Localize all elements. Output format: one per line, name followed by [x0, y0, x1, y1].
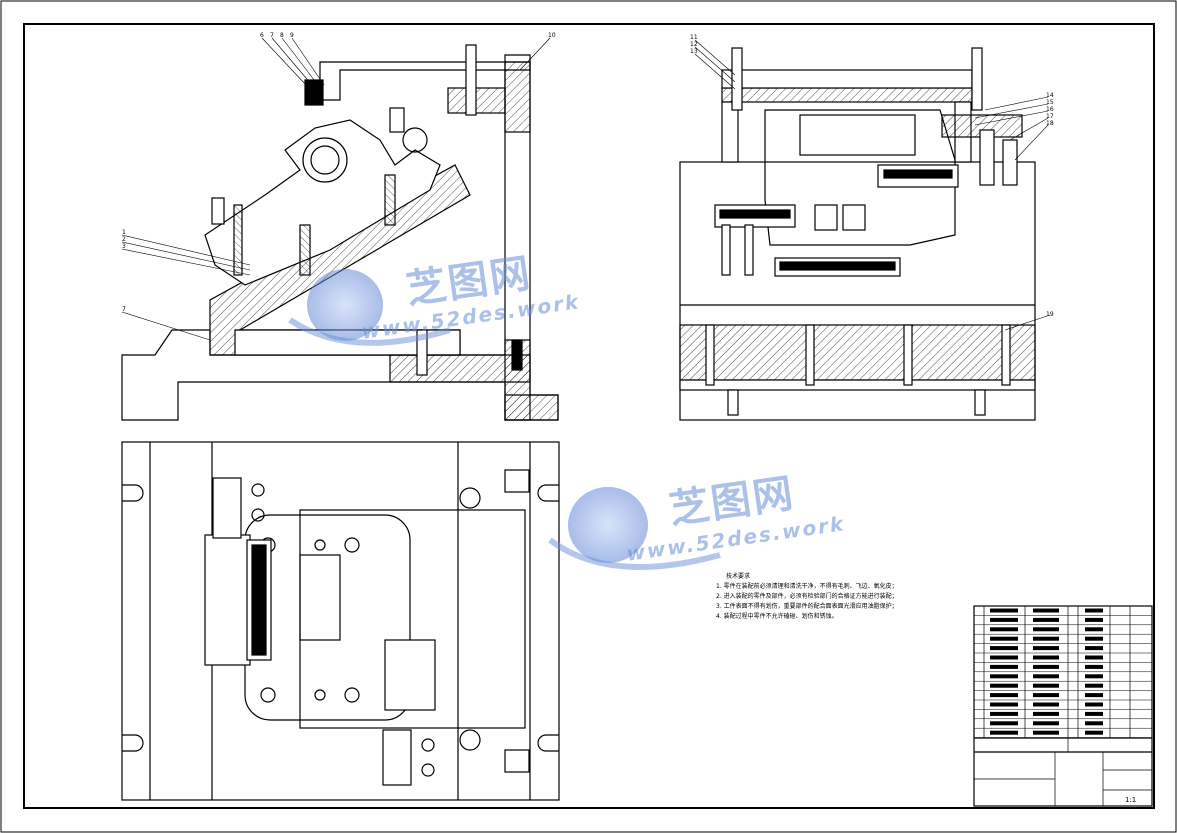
front-view-leaders — [121, 37, 551, 341]
title-block-cell-text — [1085, 617, 1103, 622]
title-block-cell-text — [1033, 711, 1059, 716]
balloon-label: 19 — [1046, 311, 1054, 318]
title-block — [973, 605, 1153, 807]
title-block-cell-text — [1085, 627, 1103, 632]
title-block-cell-text — [1033, 617, 1059, 622]
title-block-cell-text — [990, 655, 1018, 660]
technical-note-item: 3. 工件表面不得有划伤，重要部件的配合面表面光滑应用油脂保护； — [716, 603, 898, 610]
balloon-label: 14 — [1046, 92, 1054, 99]
balloon-label: 8 — [280, 32, 284, 39]
front-view-balloons: 6 7 8 9 1 2 3 7 10 — [122, 32, 556, 313]
title-block-cell-text — [990, 721, 1018, 726]
technical-notes: 技术要求 1. 零件在装配前必须清理和清洗干净，不得有毛刺、飞边、氧化皮； 2.… — [716, 572, 966, 622]
title-block-cell-text — [1085, 664, 1103, 669]
title-block-cell-text — [1085, 674, 1103, 679]
title-block-cell-text — [1085, 683, 1103, 688]
balloon-label: 7 — [270, 32, 274, 39]
balloon-label: 10 — [548, 32, 556, 39]
inner-border — [23, 23, 1155, 809]
title-block-cell-text — [1033, 693, 1059, 698]
title-block-cell-text — [990, 674, 1018, 679]
title-block-cell-text — [1033, 683, 1059, 688]
technical-note-item: 1. 零件在装配前必须清理和清洗干净，不得有毛刺、飞边、氧化皮； — [716, 583, 898, 590]
title-block-cell-text — [990, 702, 1018, 707]
balloon-label: 13 — [690, 48, 698, 55]
title-block-cell-text — [1085, 721, 1103, 726]
technical-notes-title: 技术要求 — [726, 573, 751, 580]
title-block-cell-text — [990, 617, 1018, 622]
balloon-label: 18 — [1046, 120, 1054, 127]
balloon-label: 1 — [122, 229, 126, 236]
watermark-logo — [288, 269, 721, 570]
balloon-label: 6 — [260, 32, 264, 39]
front-view — [121, 44, 559, 421]
balloon-label: 7 — [122, 306, 126, 313]
side-view-balloons: 11 12 13 14 15 16 17 18 19 — [690, 34, 1054, 318]
title-block-cell-text — [1033, 674, 1059, 679]
balloon-label: 9 — [290, 32, 294, 39]
title-block-cell-text — [990, 636, 1018, 641]
title-block-cell-text — [990, 627, 1018, 632]
title-block-cell-text — [1033, 608, 1059, 613]
title-block-cell-text — [990, 730, 1018, 735]
balloon-label: 11 — [690, 34, 698, 41]
title-block-cell-text — [1085, 711, 1103, 716]
title-block-cell-text — [1085, 730, 1103, 735]
title-block-cell-text — [1033, 627, 1059, 632]
title-block-cell-text — [1033, 636, 1059, 641]
scale-label: 1:1 — [1125, 796, 1136, 804]
balloon-label: 15 — [1046, 99, 1054, 106]
title-block-cell-text — [990, 664, 1018, 669]
title-block-cell-text — [990, 711, 1018, 716]
title-block-cell-text — [1033, 730, 1059, 735]
title-block-cell-text — [990, 608, 1018, 613]
top-view — [121, 441, 560, 801]
balloon-label: 2 — [122, 236, 126, 243]
title-block-cell-text — [990, 693, 1018, 698]
title-block-cell-text — [1033, 646, 1059, 651]
title-block-cell-text — [990, 683, 1018, 688]
title-block-rows — [974, 608, 1152, 738]
title-block-cell-text — [1085, 646, 1103, 651]
balloon-label: 3 — [122, 243, 126, 250]
title-block-cell-text — [1085, 702, 1103, 707]
title-block-cell-text — [1085, 608, 1103, 613]
title-block-cell-text — [1085, 636, 1103, 641]
title-block-cell-text — [1033, 702, 1059, 707]
title-block-cell-text — [1085, 655, 1103, 660]
title-block-cell-text — [1033, 664, 1059, 669]
title-block-cell-text — [1033, 721, 1059, 726]
side-view — [679, 47, 1036, 421]
side-view-leaders — [694, 39, 1051, 331]
technical-note-item: 2. 进入装配的零件及部件，必须有检验部门的合格证方能进行装配； — [716, 593, 898, 600]
title-block-cell-text — [1033, 655, 1059, 660]
balloon-label: 17 — [1046, 113, 1054, 120]
title-block-cell-text — [990, 646, 1018, 651]
technical-note-item: 4. 装配过程中零件不允许磕碰、划伤和锈蚀。 — [716, 613, 838, 620]
title-block-cell-text — [1085, 693, 1103, 698]
balloon-label: 12 — [690, 41, 698, 48]
balloon-label: 16 — [1046, 106, 1054, 113]
